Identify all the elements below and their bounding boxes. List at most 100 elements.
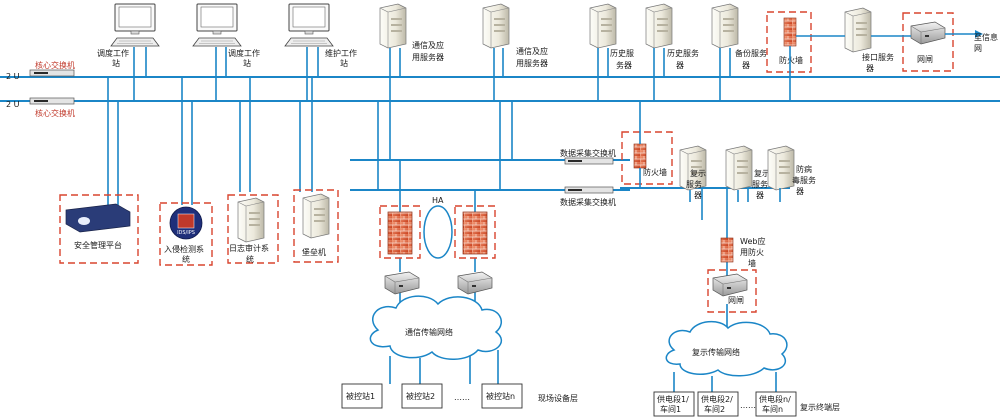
backup-server-label-1: 备份服务	[735, 48, 767, 58]
field-station-n-label: 被控站n	[486, 391, 515, 401]
security-mgmt-label: 安全管理平台	[74, 240, 122, 250]
core-switch-top-icon	[29, 69, 75, 77]
replica-server-2-label-2: 服务	[752, 179, 768, 189]
core-switch-bottom-label: 核心交换机	[35, 108, 75, 118]
history-server-2-label-2: 器	[676, 61, 684, 70]
history-server-1-label-2: 务器	[616, 60, 632, 70]
terminal-1-label-1: 供电段1/	[657, 394, 689, 404]
interface-server-icon	[844, 7, 872, 53]
workstation-1[interactable]: 调度工作 站	[97, 3, 160, 68]
field-station-2-label: 被控站2	[406, 391, 435, 401]
top-gateway[interactable]: 网闸	[902, 12, 954, 72]
marker-2u-bottom: 2 U	[6, 100, 20, 109]
terminal-1[interactable]: 供电段1/ 车间1	[653, 391, 695, 417]
ws-1-links	[133, 47, 147, 101]
comm-server-1-icon	[379, 3, 407, 49]
terminal-1-box	[653, 391, 695, 417]
marker-2u-top: 2 U	[6, 72, 20, 81]
ha-firewall-1[interactable]	[379, 205, 421, 259]
web-gateway[interactable]: 网闸	[707, 269, 757, 313]
ha-router-1-icon	[384, 271, 420, 295]
comm-server-2-label-2: 用服务器	[516, 58, 548, 68]
ids-badge-label: IDS/IPS	[177, 230, 195, 236]
security-mgmt-icon	[65, 203, 131, 233]
history-server-2-label-1: 历史服务	[667, 48, 699, 58]
ha-firewall-1-icon	[387, 211, 413, 255]
comm-server-2-icon	[482, 3, 510, 49]
terminal-2-label-1: 供电段2/	[701, 394, 733, 404]
workstation-3[interactable]: 维护工作 站	[284, 3, 357, 68]
replica-server-1[interactable]: 复示 服务 器	[679, 145, 707, 200]
field-station-1[interactable]: 被控站1	[341, 383, 383, 409]
ids-label-2: 统	[182, 254, 190, 264]
backup-server[interactable]: 备份服务 器	[711, 3, 767, 70]
top-gateway-frame	[902, 12, 954, 72]
field-station-2[interactable]: 被控站2	[401, 383, 443, 409]
bastion-icon	[302, 193, 330, 239]
core-switch-bottom-icon	[29, 97, 75, 105]
replica-server-links	[689, 188, 781, 220]
workstation-2-icon	[192, 3, 242, 47]
data-switch-2[interactable]: 数据采集交换机	[560, 186, 616, 207]
ids-frame	[159, 202, 213, 266]
interface-server[interactable]: 接口服务 器	[844, 7, 894, 73]
log-audit-frame	[227, 194, 279, 264]
data-switch-1[interactable]: 数据采集交换机	[560, 148, 616, 165]
web-firewall-label-2: 用防火	[740, 247, 764, 257]
core-to-data-links	[377, 101, 513, 190]
history-server-2[interactable]: 历史服务 器	[645, 3, 699, 70]
security-links	[107, 77, 313, 205]
ha-firewall-2[interactable]	[454, 205, 496, 259]
web-gateway-icon	[712, 273, 748, 297]
terminal-2[interactable]: 供电段2/ 车间2	[697, 391, 739, 417]
workstation-2-label-2: 站	[243, 58, 251, 68]
field-layer-label: 现场设备层	[538, 393, 578, 403]
field-station-2-box	[401, 383, 443, 409]
workstation-2[interactable]: 调度工作 站	[192, 3, 260, 68]
history-server-2-icon	[645, 3, 673, 49]
terminal-layer-label: 复示终端层	[800, 402, 840, 412]
antivirus-server-label-2: 毒服务	[792, 175, 816, 185]
replica-cloud-label: 复示传输网络	[692, 347, 740, 357]
web-firewall[interactable]: Web应 用防火 墙	[720, 236, 765, 268]
web-firewall-label-1: Web应	[740, 236, 765, 246]
to-info-label-1: 至信息	[974, 32, 998, 42]
terminal-links	[673, 372, 777, 392]
ha-firewall-2-icon	[462, 211, 488, 255]
comm-server-2[interactable]: 通信及应 用服务器	[482, 3, 548, 68]
interface-server-label-1: 接口服务	[862, 52, 894, 62]
log-audit-label-2: 统	[246, 254, 254, 264]
terminal-n-label-1: 供电段n/	[759, 394, 791, 404]
top-firewall-icon	[783, 17, 797, 47]
workstation-1-icon	[110, 3, 160, 47]
top-firewall[interactable]: 防火墙	[766, 11, 812, 73]
comm-server-1[interactable]: 通信及应 用服务器	[379, 3, 444, 62]
bastion-host[interactable]: 堡垒机	[293, 189, 339, 263]
workstation-1-label-2: 站	[112, 58, 120, 68]
replica-server-2[interactable]: 复示 服务 器	[725, 145, 770, 200]
history-server-1[interactable]: 历史服 务器	[589, 3, 634, 70]
ids-system[interactable]: IDS/IPS 入侵检测系 统	[159, 202, 213, 266]
mid-firewall[interactable]: 防火墙	[621, 131, 673, 185]
web-firewall-label-3: 墙	[748, 258, 756, 268]
comm-cloud-label: 通信传输网络	[405, 327, 453, 337]
security-mgmt-platform[interactable]: 安全管理平台	[59, 194, 139, 264]
security-mgmt-frame	[59, 194, 139, 264]
history-server-1-icon	[589, 3, 617, 49]
terminal-n[interactable]: 供电段n/ 车间n	[755, 391, 797, 417]
ws-3-links	[306, 47, 319, 101]
field-station-1-label: 被控站1	[346, 391, 375, 401]
comm-server-1-label-1: 通信及应	[412, 40, 444, 50]
antivirus-server[interactable]: 防病 毒服务 器	[767, 145, 816, 196]
replica-server-2-label-1: 复示	[754, 168, 770, 178]
interface-server-label-2: 器	[866, 64, 874, 73]
web-gateway-frame	[707, 269, 757, 313]
replica-server-1-label-3: 器	[694, 191, 702, 200]
log-audit-system[interactable]: 日志审计系 统	[227, 194, 279, 264]
terminal-n-label-2: 车间n	[762, 404, 783, 414]
to-info-arrow-icon	[975, 30, 983, 38]
history-server-1-label-1: 历史服	[610, 48, 634, 58]
comm-network-cloud	[369, 295, 503, 360]
field-station-n[interactable]: 被控站n	[481, 383, 523, 409]
